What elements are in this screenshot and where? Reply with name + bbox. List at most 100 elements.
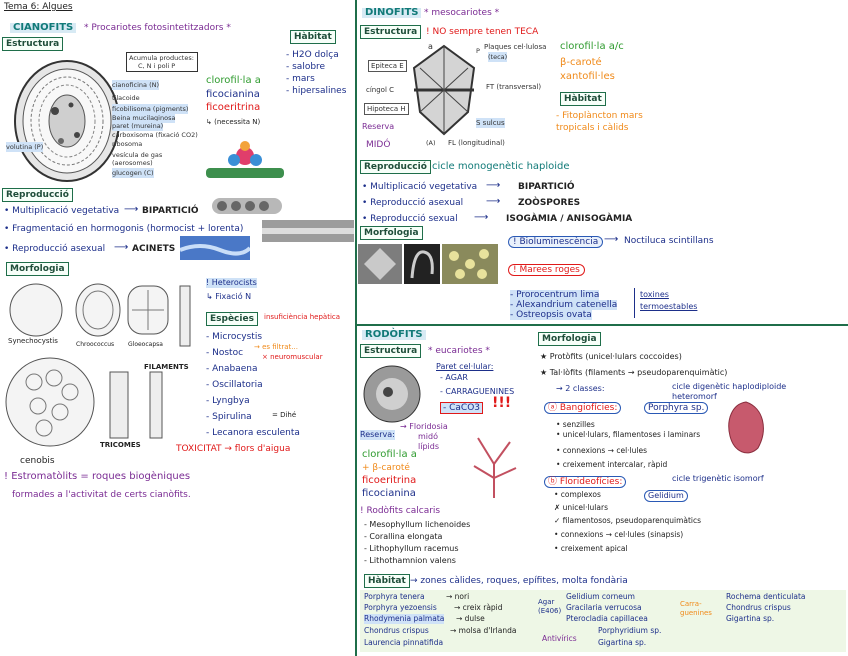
habitat-row-2-a: Rhodymenia palmata [364,614,445,624]
label-aerosomes: (aerosomes) [112,159,153,167]
dino-termoestables: termoestables [640,302,698,311]
habitat-row-4-a: Laurencia pinnatifida [364,638,444,647]
dino-label-plaques: Plaques cel·lulosa [484,43,547,51]
dino-label-hipoteca: Hipoteca H [364,103,409,115]
cianofits-carotenoides: ↳ (necessita N) [206,118,261,126]
label-cenobis: cenobis [20,456,55,466]
bracket-icon [630,288,635,318]
arrow-icon: ⟶ [604,234,619,245]
dinofits-subtitle: * mesocariotes * [424,8,500,18]
dino-repro-2-result: ISOGÀMIA / ANISOGÀMIA [506,214,633,224]
agar-item-2: Pterocladia capillacea [566,614,648,623]
cianofits-repro-1: • Fragmentació en hormogonis (hormocist … [4,224,244,234]
label-glucogen: glucogen (C) [112,168,154,178]
fixacio-note: ↳ Fixació N [206,292,252,301]
dino-mido: MIDÓ [366,140,391,150]
dino-bioluminescencia: ! Bioluminescència [508,236,604,248]
dino-marees: ! Marees roges [508,264,585,276]
rodo-cicle-tri: cicle trigenètic isomorf [672,474,764,483]
dinofits-photo-2 [404,244,440,284]
rodo-bangio: ⓐ Bangiofícies: [544,402,622,414]
rodo-calcaris-1: - Corallina elongata [364,532,443,541]
label-filaments: FILAMENTS [144,363,189,371]
label-volutina: volutina (P) [6,142,44,152]
page-title: Tema 6: Algues [4,2,73,12]
agar-item-1: Gracilaria verrucosa [566,603,642,612]
agar-label: Agar (E406) [538,598,562,615]
rodo-paret: Paret cel·lular: [436,362,494,371]
agar-item-0: Gelidium corneum [566,592,635,601]
dino-repro-1: • Reproducció asexual [362,198,464,208]
antivirics-label: Antivírics [542,634,577,643]
hormogoni-photo [212,198,282,214]
acinets-photo [180,236,250,260]
cianofits-subtitle: * Procariotes fotosintetitzadors * [84,23,231,33]
dino-especie-1: - Alexandrium catenella [510,300,618,310]
rodo-agar: - AGAR [440,373,468,382]
dino-especie-0: - Prorocentrum lima [510,290,600,300]
cianofits-clorofila: clorofil·la a [206,75,261,86]
arrow-icon: ⟶ [474,212,489,223]
note-filtrat: → es filtrat... [254,343,298,351]
label-vesicula: vesícula de gas [112,151,163,159]
florideo-item-2: ✓ filamentosos, pseudoparenquimàtics [554,516,702,525]
rodofits-subtitle: * eucariotes * [428,346,490,356]
rodo-habitat: → zones càlides, roques, epífites, molta… [410,576,628,586]
habitat-row-1-a: Porphyra yezoensis [364,603,437,612]
dino-toxines: toxines [640,290,669,299]
antiv-item-0: Porphyridium sp. [598,626,662,635]
rodo-calcaris-0: - Mesophyllum lichenoides [364,520,471,529]
florideo-item-4: • creixement apical [554,544,628,553]
dino-reserva: Reserva [362,122,395,131]
rodo-excl: !!! [492,395,512,411]
label-tilacoide: tilacoide [112,94,140,102]
arrow-icon: ⟶ [486,180,501,191]
cianofits-repro-0-result: BIPARTICIÓ [142,206,199,216]
especie-1: - Nostoc [206,348,244,358]
rodo-clorofila: clorofil·la a [362,449,417,460]
habitat-row-2-b: → dulse [456,614,485,623]
rodo-reserva: Reserva: [360,430,395,440]
habitat-row-0-a: Porphyra tenera [364,592,425,601]
dino-label-a2: (A) [426,139,436,147]
carrag-item-1: Chondrus crispus [726,603,791,612]
rodo-talofits: ★ Tal·lòfits (filaments → pseudoparenqui… [540,368,728,377]
label-cianofiscina: cianoficina (N) [112,80,160,90]
dino-label-a: a [428,42,433,51]
carrag-item-2: Gigartina sp. [726,614,775,623]
carrag-item-0: Rochema denticulata [726,592,806,601]
label-tricomes: TRICOMES [100,441,141,449]
habitat-row-3-a: Chondrus crispus [364,626,429,635]
bangio-item-2: • connexions → cel·lules [556,446,647,455]
cianofits-repro-2: • Reproducció asexual [4,244,106,254]
red-algae-drawing [473,437,517,498]
cianofits-estructura-header: Estructura [2,37,64,51]
dinofits-photo-1 [358,244,402,284]
dinofits-reproduccio-header: Reproducció [360,160,431,174]
cianofits-habitat-header: Hàbitat [290,30,336,44]
rodo-porphyra: Porphyra sp. [644,402,709,414]
cianofits-habitat-0: - H2O dolça [286,50,339,60]
dino-cicle: cicle monogenètic haploide [432,161,570,172]
dino-noctiluca: Noctiluca scintillans [624,236,714,246]
filament-photo [262,220,354,242]
dinofits-estructura-header: Estructura [360,25,422,39]
cianofits-habitat-1: - salobre [286,62,326,72]
bangio-item-0: • senzilles [556,420,595,429]
rodo-mido: → Floridosia [400,422,448,431]
especie-2: - Anabaena [206,364,258,374]
dino-label-ft: FT (transversal) [486,83,542,91]
rodo-calcaris-3: - Lithothamnion valens [364,556,456,565]
antiv-item-1: Gigartina sp. [598,638,647,647]
note-insuficiencia: insuficiència hepàtica [264,313,341,321]
vertical-divider [355,0,357,656]
dino-label-teca: (teca) [488,52,508,62]
dinofits-teca-note: ! NO sempre tenen TECA [426,27,539,37]
heterocists-note: ! Heterocists [206,278,257,288]
rodo-carote: + β-caroté [362,463,410,473]
dino-repro-0-result: BIPARTICIÓ [518,182,575,192]
dinofits-title: DINOFITS [362,8,422,18]
especie-6: - Lecanora esculenta [206,428,300,438]
dino-especie-2: - Ostreopsis ovata [510,310,592,320]
rodofits-morfologia-header: Morfologia [538,332,601,346]
